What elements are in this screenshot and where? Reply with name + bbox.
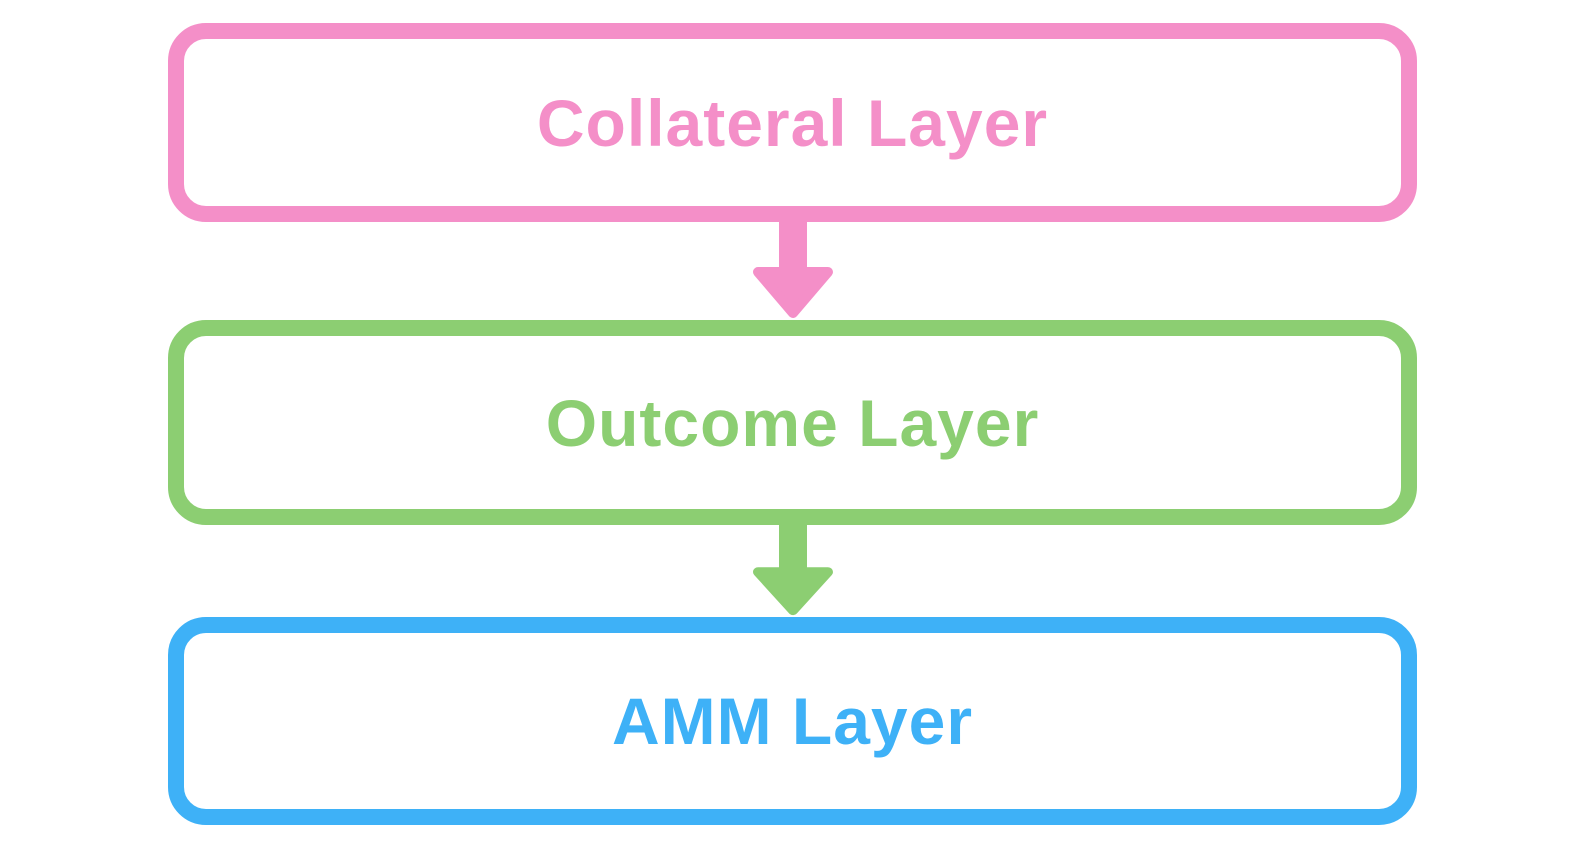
layer-label-outcome: Outcome Layer [545, 385, 1040, 460]
arrow-down-icon [748, 525, 838, 617]
layer-stack: Collateral Layer Outcome Layer AMM Layer [168, 23, 1417, 825]
layer-box-amm: AMM Layer [168, 617, 1417, 825]
arrow-down-icon [748, 222, 838, 320]
layer-box-collateral: Collateral Layer [168, 23, 1417, 222]
layer-box-outcome: Outcome Layer [168, 320, 1417, 525]
layer-label-collateral: Collateral Layer [536, 85, 1049, 160]
layer-label-amm: AMM Layer [611, 684, 974, 758]
